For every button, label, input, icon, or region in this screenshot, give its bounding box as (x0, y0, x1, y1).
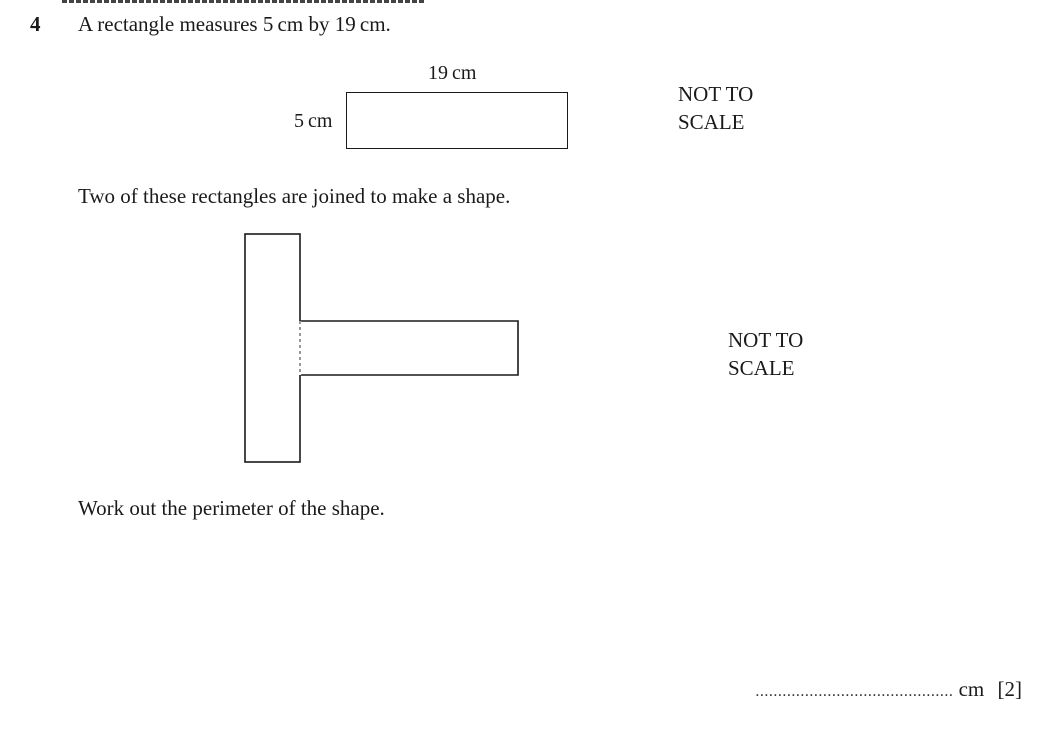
rectangle-width-label: 5 cm (294, 110, 333, 132)
horizontal-rectangle (300, 320, 519, 376)
note-line-1: NOT TO (678, 82, 754, 106)
question-number: 4 (30, 12, 41, 36)
rectangle-length-label: 19 cm (428, 62, 477, 84)
note-line-2: SCALE (678, 110, 745, 134)
joined-rectangles-text: Two of these rectangles are joined to ma… (78, 184, 511, 208)
t-shape-diagram (244, 233, 519, 463)
single-rectangle-diagram (346, 92, 568, 149)
note-line-1: NOT TO (728, 328, 804, 352)
not-to-scale-note-1: NOT TO SCALE (678, 80, 753, 136)
not-to-scale-note-2: NOT TO SCALE (728, 326, 803, 382)
vertical-rectangle (244, 233, 301, 463)
answer-marks: [2] (997, 677, 1023, 701)
answer-dots[interactable]: ........................................… (755, 683, 954, 700)
question-intro: A rectangle measures 5 cm by 19 cm. (78, 12, 391, 36)
answer-unit: cm (958, 677, 985, 701)
page-top-edge (62, 0, 424, 3)
note-line-2: SCALE (728, 356, 795, 380)
answer-line: ........................................… (755, 677, 1022, 702)
task-text: Work out the perimeter of the shape. (78, 496, 385, 520)
